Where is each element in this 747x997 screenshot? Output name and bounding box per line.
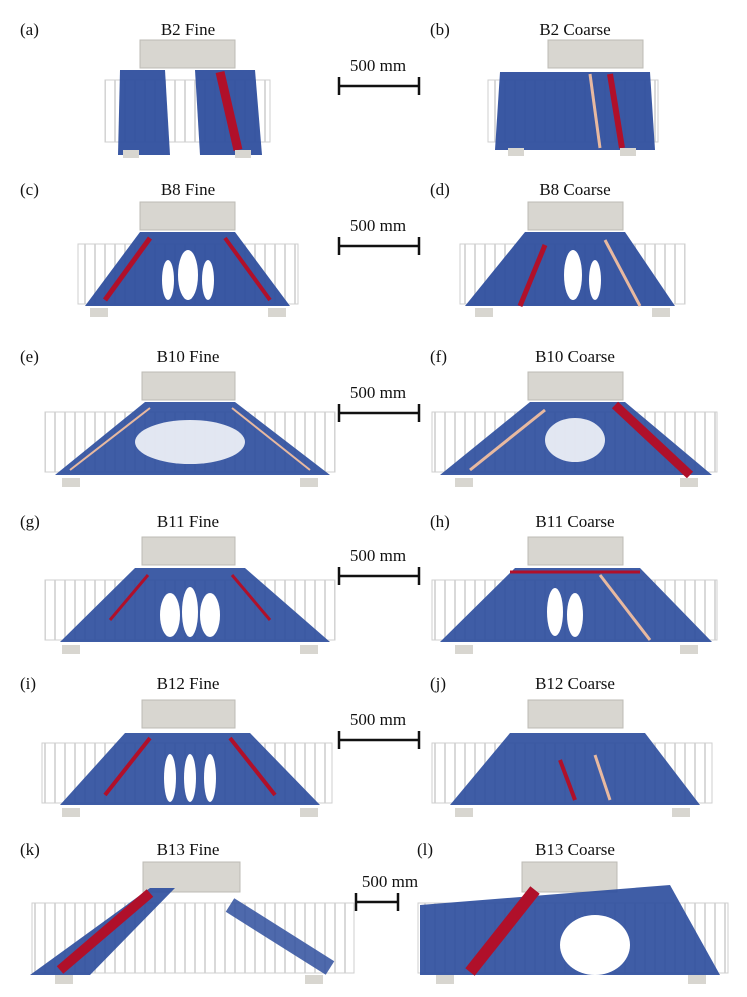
- panel-title-b: B2 Coarse: [539, 20, 611, 39]
- panel-label-b: (b): [430, 20, 450, 39]
- panel-title-e: B10 Fine: [156, 347, 220, 366]
- panel-label-j: (j): [430, 674, 447, 693]
- scale-bar-label: 500 mm: [349, 710, 407, 729]
- scale-bar-label: 500 mm: [349, 216, 407, 235]
- scale-bar-label: 500 mm: [349, 383, 407, 402]
- beam-b13-coarse: [417, 861, 729, 984]
- scale-bar: [337, 77, 421, 95]
- panel-title-g: B11 Fine: [156, 512, 220, 531]
- scale-bar: [337, 731, 421, 749]
- scale-bar-label: 500 mm: [349, 546, 407, 565]
- panel-title-h: B11 Coarse: [535, 512, 615, 531]
- panel-title-c: B8 Fine: [160, 180, 216, 199]
- panel-label-k: (k): [20, 840, 40, 859]
- panel-title-f: B10 Coarse: [535, 347, 615, 366]
- beam-b10-fine: [44, 371, 336, 487]
- beam-b13-fine: [30, 861, 355, 984]
- beam-b10-coarse: [431, 371, 718, 487]
- panel-label-c: (c): [20, 180, 39, 199]
- panel-label-a: (a): [20, 20, 39, 39]
- panel-title-a: B2 Fine: [160, 20, 216, 39]
- beam-b11-fine: [44, 536, 336, 654]
- panel-label-i: (i): [20, 674, 37, 693]
- panel-title-i: B12 Fine: [156, 674, 220, 693]
- scale-bar: [354, 893, 400, 911]
- panel-label-e: (e): [20, 347, 39, 366]
- panel-label-g: (g): [20, 512, 40, 531]
- scale-bar: [337, 237, 421, 255]
- scale-bar: [337, 567, 421, 585]
- panel-label-d: (d): [430, 180, 450, 199]
- scale-bar-label: 500 mm: [361, 872, 419, 891]
- beam-b8-coarse: [459, 201, 686, 317]
- panel-label-l: (l): [417, 840, 434, 859]
- beam-b11-coarse: [431, 536, 718, 654]
- panel-title-d: B8 Coarse: [539, 180, 611, 199]
- beam-b8-fine: [77, 201, 299, 317]
- panel-title-k: B13 Fine: [156, 840, 220, 859]
- scale-bar-label: 500 mm: [349, 56, 407, 75]
- beam-b12-coarse: [431, 699, 713, 817]
- panel-title-j: B12 Coarse: [535, 674, 615, 693]
- beam-b2-fine: [104, 39, 271, 158]
- panel-label-h: (h): [430, 512, 450, 531]
- beam-b12-fine: [41, 699, 333, 817]
- scale-bar: [337, 404, 421, 422]
- panel-title-l: B13 Coarse: [535, 840, 615, 859]
- beam-b2-coarse: [487, 39, 659, 156]
- panel-label-f: (f): [430, 347, 447, 366]
